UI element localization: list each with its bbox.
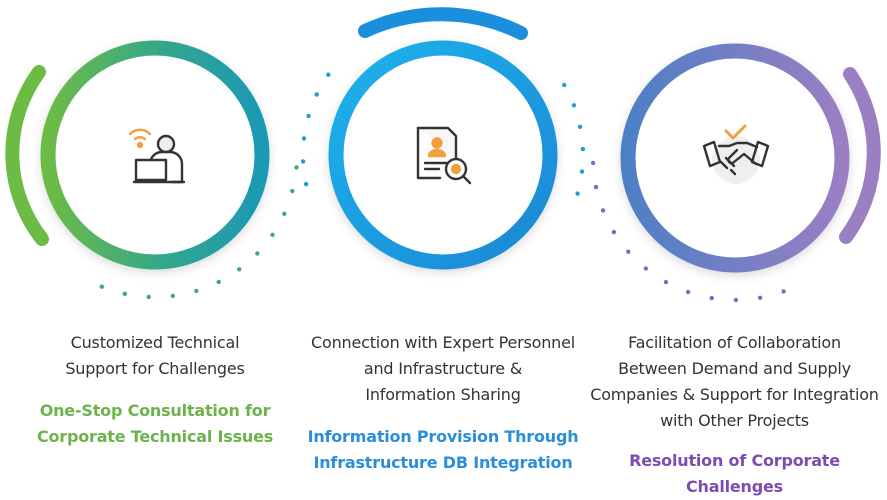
dot: [579, 169, 585, 174]
step-2-outer-arc: [358, 7, 528, 40]
dot: [255, 251, 260, 256]
dot: [781, 289, 786, 294]
step-1-description: Customized Technical Support for Challen…: [20, 330, 290, 382]
dot: [663, 279, 669, 285]
description-line: Between Demand and Supply: [618, 359, 851, 378]
step-3-graphic: [590, 43, 881, 303]
dot: [757, 295, 763, 300]
step-1-dotted-arc: [99, 165, 299, 300]
step-1-graphic: [5, 40, 299, 300]
step-1-outer-arc: [5, 65, 49, 246]
dot: [600, 208, 606, 213]
dot: [685, 289, 691, 295]
dot: [303, 181, 309, 187]
description-line: Facilitation of Collaboration: [628, 333, 841, 352]
step-3-outer-arc: [839, 67, 881, 244]
dot: [216, 279, 221, 285]
dot: [626, 249, 631, 254]
subtitle-line: Infrastructure DB Integration: [313, 453, 573, 472]
step-1-text: Customized Technical Support for Challen…: [20, 330, 290, 450]
dot: [300, 159, 306, 164]
dot: [593, 184, 599, 190]
dot: [270, 232, 275, 237]
step-2-graphic: [300, 7, 586, 270]
dot: [306, 113, 311, 119]
description-line: Support for Challenges: [65, 359, 245, 378]
description-line: Information Sharing: [365, 385, 521, 404]
dot: [580, 146, 586, 152]
process-diagram: [5, 7, 881, 303]
dot: [170, 293, 175, 299]
subtitle-line: Information Provision Through: [307, 427, 579, 446]
dot: [571, 103, 577, 108]
dot: [562, 82, 567, 88]
dot: [290, 188, 295, 194]
dot: [643, 266, 648, 271]
dot: [294, 165, 299, 170]
dot: [611, 229, 617, 235]
dot: [590, 160, 596, 166]
remote-support-icon: [128, 128, 186, 184]
subtitle-line: One-Stop Consultation for: [39, 401, 271, 420]
dot: [575, 191, 580, 196]
handshake-icon: [702, 124, 770, 184]
description-line: Connection with Expert Personnel: [311, 333, 575, 352]
description-line: with Other Projects: [660, 411, 809, 430]
dot: [282, 211, 287, 216]
description-line: Customized Technical: [70, 333, 240, 352]
step-3-subtitle: Resolution of Corporate Challenges: [582, 448, 887, 500]
dot: [326, 72, 331, 77]
subtitle-line: Resolution of Corporate Challenges: [629, 451, 840, 496]
dot: [99, 284, 105, 289]
description-line: and Infrastructure &: [363, 359, 523, 378]
step-3-description: Facilitation of Collaboration Between De…: [582, 330, 887, 434]
dot: [577, 124, 583, 129]
dot: [709, 295, 714, 301]
dot: [146, 294, 151, 300]
step-3-dotted-arc: [590, 160, 786, 303]
step-2-description: Connection with Expert Personnel and Inf…: [298, 330, 588, 408]
dot: [733, 297, 739, 303]
dot: [194, 288, 199, 294]
subtitle-line: Corporate Technical Issues: [36, 427, 274, 446]
dot: [237, 267, 242, 272]
dot: [122, 291, 128, 296]
dot: [314, 92, 319, 97]
step-2-subtitle: Information Provision Through Infrastruc…: [298, 424, 588, 476]
step-3-text: Facilitation of Collaboration Between De…: [582, 330, 887, 500]
document-search-icon: [416, 126, 472, 185]
dot: [301, 136, 307, 141]
description-line: Companies & Support for Integration: [590, 385, 879, 404]
step-1-subtitle: One-Stop Consultation for Corporate Tech…: [20, 398, 290, 450]
step-2-dotted-arc: [300, 72, 586, 196]
step-2-text: Connection with Expert Personnel and Inf…: [298, 330, 588, 476]
